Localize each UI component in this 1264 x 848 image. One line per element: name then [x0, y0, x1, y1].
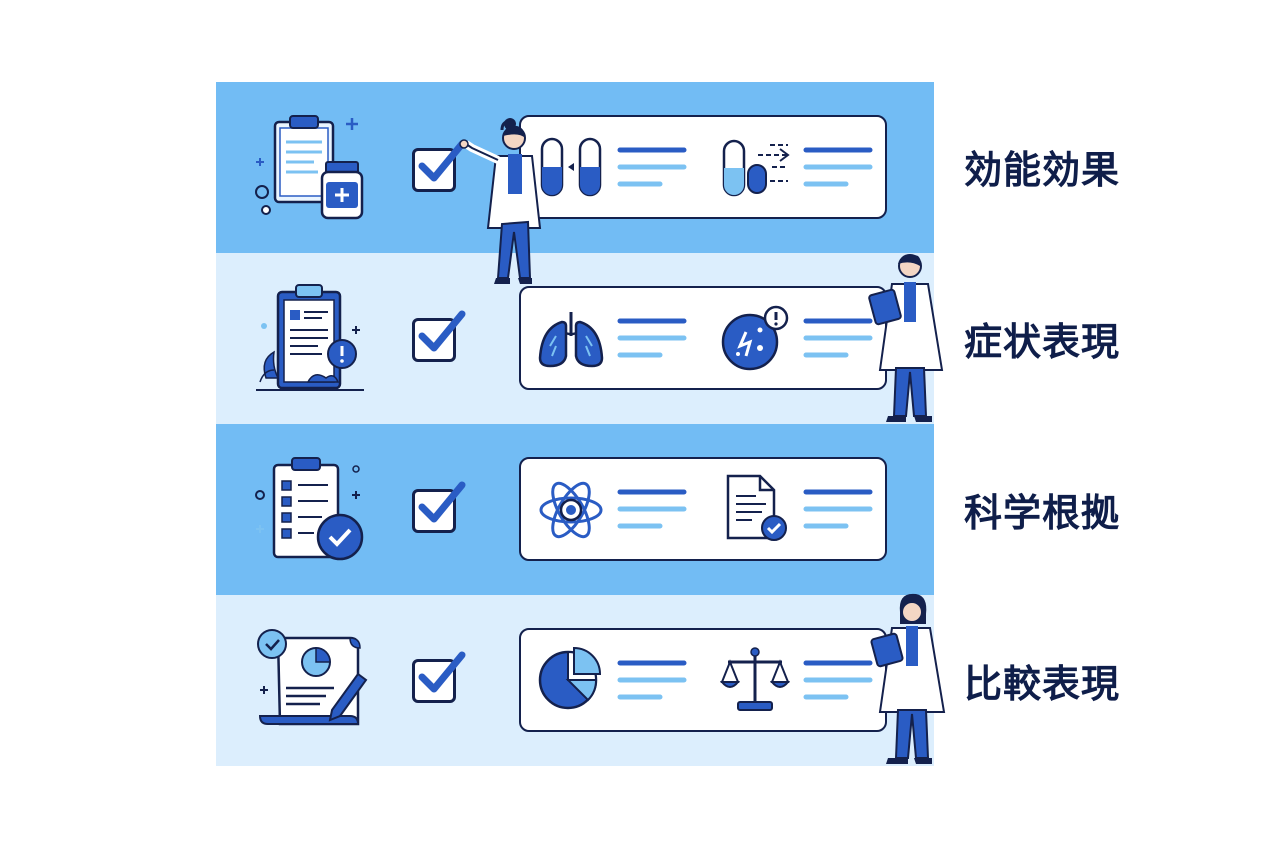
check-mark-icon: [418, 481, 466, 523]
doctor-figure-tablet: [868, 254, 944, 422]
check-mark-icon: [418, 651, 466, 693]
bacteria-alert-icon: [721, 305, 789, 371]
row-label-evidence: 科学根拠: [964, 491, 1121, 535]
report-chart-icon: [257, 629, 368, 726]
row-label-comparison: 比較表現: [964, 662, 1121, 706]
document-verified-icon: [726, 474, 787, 541]
lungs-icon: [538, 312, 604, 368]
scale-icon: [719, 647, 791, 711]
check-mark-icon: [418, 310, 466, 352]
evidence-checkbox[interactable]: [412, 489, 456, 533]
check-mark-icon: [418, 140, 466, 182]
comparison-checkbox[interactable]: [412, 659, 456, 703]
atom-icon: [539, 481, 603, 539]
efficacy-checkbox[interactable]: [412, 148, 456, 192]
clipboard-alert-icon: [256, 284, 364, 391]
symptoms-checkbox[interactable]: [412, 318, 456, 362]
checklist-verified-icon: [255, 457, 364, 561]
row-label-efficacy: 効能効果: [964, 148, 1121, 192]
clipboard-medicine-icon: [255, 115, 364, 220]
capsule-icon: [540, 137, 602, 197]
capsule-release-icon: [722, 139, 790, 197]
pie-chart-icon: [538, 646, 602, 710]
doctor-figure-clipboard: [870, 593, 946, 764]
doctor-figure-pointing: [459, 118, 542, 284]
row-label-symptoms: 症状表現: [964, 320, 1121, 364]
